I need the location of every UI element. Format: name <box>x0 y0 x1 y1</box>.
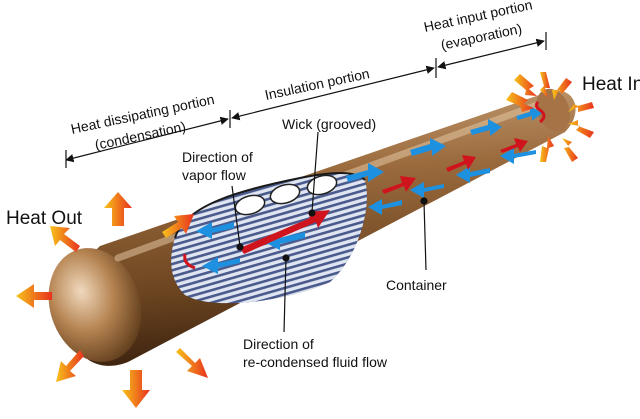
fluid-arrow <box>500 148 536 164</box>
heat-in-arrow <box>552 78 572 100</box>
heat-out-arrow <box>104 192 132 226</box>
fluid-arrow <box>196 222 234 239</box>
vapor-leader-line <box>231 185 241 247</box>
fluid-arrow <box>410 182 444 198</box>
vapor-swirl <box>183 253 196 270</box>
vapor-flow-label-line2: vapor flow <box>182 167 247 183</box>
vapor-arrow <box>446 155 476 172</box>
fluid-flow-arrows <box>196 106 542 274</box>
portion-dimension-lines <box>65 32 547 168</box>
wick-label: Wick (grooved) <box>282 116 376 132</box>
heat-in-arrow <box>568 120 594 138</box>
fluid-leader-dot <box>282 254 290 262</box>
heat-in-arrow <box>540 72 550 98</box>
heat-out-arrow <box>50 226 80 252</box>
fluid-arrow <box>368 199 402 215</box>
heat-in-label: Heat In <box>582 74 640 95</box>
container-label: Container <box>386 277 447 293</box>
wick-leader-dot <box>308 209 316 217</box>
wick-leader-line <box>311 131 319 213</box>
fluid-flow-label-line1: Direction of <box>243 336 314 352</box>
heat-in-arrow <box>514 74 537 96</box>
heat-out-arrow <box>176 348 208 378</box>
heat-out-arrow <box>162 214 194 238</box>
heat-in-arrow <box>506 92 534 112</box>
fluid-arrow <box>346 163 384 182</box>
leader-lines <box>231 131 428 333</box>
fluid-flow-label-line2: re-condensed fluid flow <box>243 354 388 370</box>
fluid-arrow <box>516 106 542 121</box>
heat-out-arrow <box>56 350 84 382</box>
vapor-swirl <box>534 100 546 124</box>
fluid-arrow <box>410 138 446 156</box>
heat-in-arrow <box>540 136 554 162</box>
vapor-flow-label-line1: Direction of <box>182 149 253 165</box>
heat-out-arrows <box>16 192 208 408</box>
container-leader-dot <box>420 197 428 205</box>
vapor-arrow <box>500 138 528 153</box>
vapor-arrow <box>240 210 330 254</box>
heat-out-arrow <box>16 284 52 308</box>
fluid-arrow <box>456 166 490 183</box>
insulation-dimension-line <box>231 65 435 121</box>
fluid-arrow <box>202 257 240 274</box>
fluid-arrow <box>470 119 502 136</box>
heat-out-arrow <box>122 370 150 408</box>
vapor-leader-dot <box>236 243 244 251</box>
container-leader-line <box>423 201 427 271</box>
dissipating-dimension-line <box>65 116 229 163</box>
heat-in-arrows <box>506 72 594 162</box>
fluid-leader-line <box>283 257 287 333</box>
heat-input-dimension-line <box>437 38 545 70</box>
heat-in-arrow <box>562 138 578 162</box>
heat-in-arrow <box>568 102 594 112</box>
heat-out-label: Heat Out <box>6 208 83 229</box>
vapor-arrow <box>382 176 416 194</box>
vapor-flow-arrows <box>183 100 546 270</box>
